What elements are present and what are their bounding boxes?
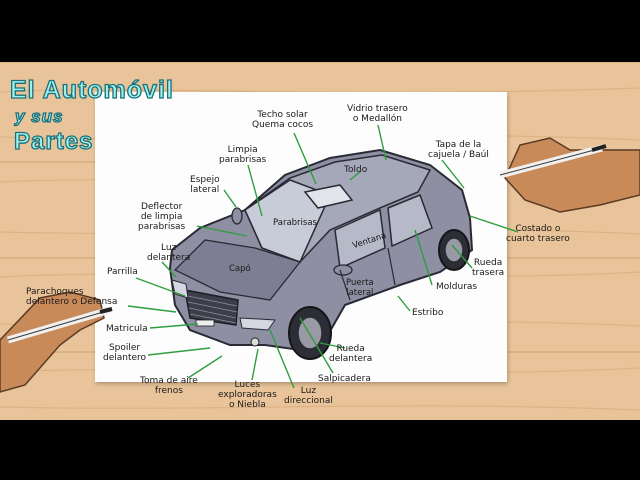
left-hand-with-pen (0, 291, 113, 393)
label-molduras: Molduras (436, 282, 478, 292)
carlabel-puerta-lateral: Puerta lateral (346, 278, 374, 298)
label-matricula: Matricula (106, 324, 148, 334)
label-deflector: Deflector de limpia parabrisas (138, 202, 186, 232)
right-hand-with-pen (499, 137, 640, 213)
label-tapa-cajuela: Tapa de la cajuela / Baúl (428, 140, 489, 160)
label-spoiler: Spoiler delantero (103, 343, 147, 363)
label-luz-direccional: Luz direccional (284, 386, 333, 406)
title-line-1: El Automóvil (9, 75, 174, 104)
label-toma-aire: Toma de aire frenos (140, 376, 198, 396)
label-costado: Costado o cuarto trasero (506, 224, 570, 244)
label-toldo: Toldo (344, 165, 368, 175)
label-limpia-parabrisas: Limpia parabrisas (219, 145, 267, 165)
label-rueda-trasera: Rueda trasera (472, 258, 505, 278)
label-luces-exploradoras: Luces exploradoras o Niebla (218, 380, 277, 410)
label-vidrio-trasero: Vidrio trasero o Medallón (347, 104, 408, 124)
carlabel-parabrisas: Parabrisas (273, 218, 317, 228)
label-luz-delantera: Luz delantera (147, 243, 191, 263)
car-drawing (168, 148, 474, 360)
label-espejo-lateral: Espejo lateral (190, 175, 220, 195)
title-line-2: y sus (14, 106, 64, 126)
arrows (127, 124, 519, 389)
label-parachoques: Parachoques delantero o Defensa (26, 287, 118, 307)
title-line-3: Partes (13, 127, 94, 155)
label-parrilla: Parrilla (107, 267, 138, 277)
label-techo-solar: Techo solar Quema cocos (252, 110, 314, 130)
label-rueda-delantera: Rueda delantera (329, 344, 373, 364)
carlabel-capo: Capó (229, 264, 251, 274)
label-salpicadera: Salpicadera (318, 374, 371, 384)
label-estribo: Estribo (412, 308, 444, 318)
